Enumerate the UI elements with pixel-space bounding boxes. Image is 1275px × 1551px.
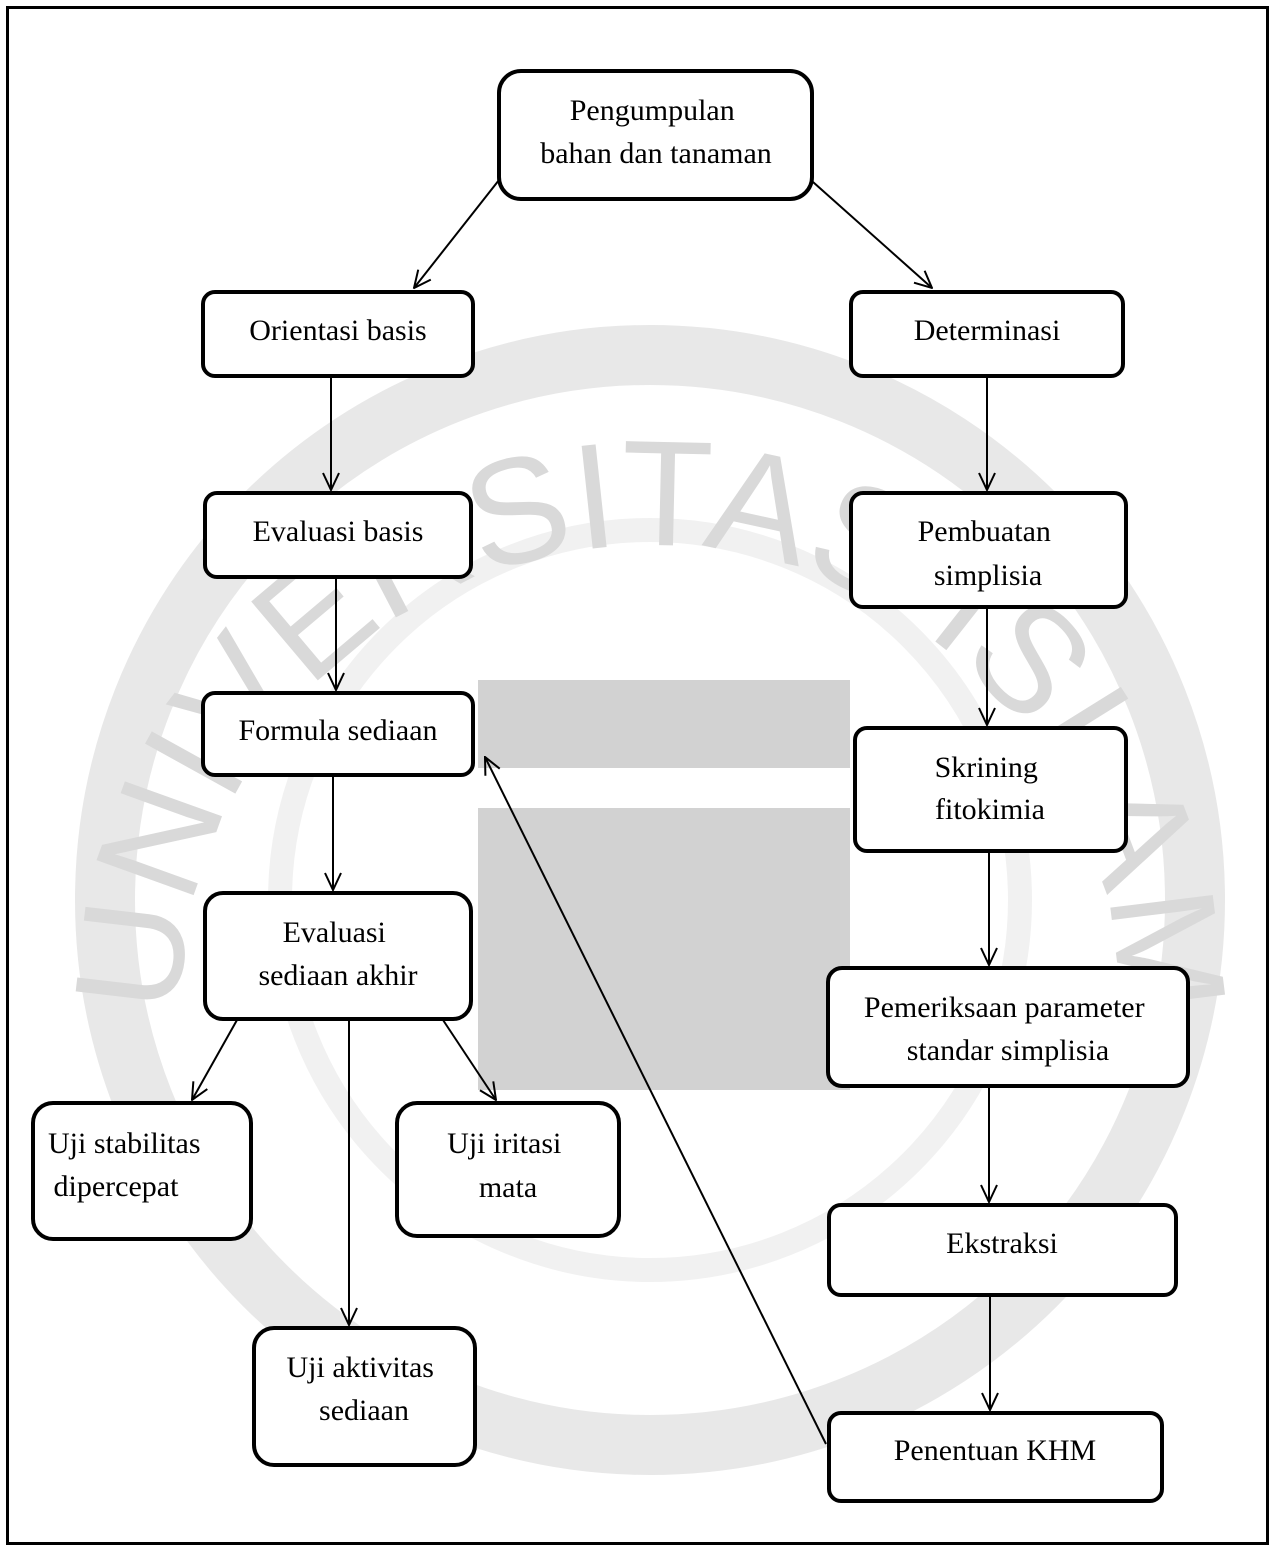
node-skrining-fitokimia: Skrining fitokimia xyxy=(853,726,1128,853)
node-uji-stabilitas: Uji stabilitas dipercepat xyxy=(31,1101,253,1241)
node-penentuan-khm: Penentuan KHM xyxy=(827,1411,1164,1503)
node-pembuatan-simplisia-label: Pembuatan simplisia xyxy=(918,515,1059,592)
watermark-emblem-top xyxy=(478,680,850,768)
node-ekstraksi-label: Ekstraksi xyxy=(946,1227,1058,1260)
node-pemeriksaan-parameter: Pemeriksaan parameter standar simplisia xyxy=(826,966,1190,1088)
node-uji-aktivitas: Uji aktivitas sediaan xyxy=(252,1326,477,1467)
node-formula-sediaan: Formula sediaan xyxy=(201,691,475,777)
node-determinasi: Determinasi xyxy=(849,290,1125,378)
node-pembuatan-simplisia: Pembuatan simplisia xyxy=(849,491,1128,609)
arrow-evaluasi-akhir-to-uji-stabilitas xyxy=(192,1019,238,1100)
node-evaluasi-sediaan-akhir-label: Evaluasi sediaan akhir xyxy=(258,916,417,992)
nodes: Pengumpulan bahan dan tanaman Orientasi … xyxy=(31,69,1190,1503)
page-border xyxy=(6,6,1269,1545)
node-evaluasi-basis-label: Evaluasi basis xyxy=(253,515,424,548)
node-determinasi-label: Determinasi xyxy=(914,314,1061,347)
node-uji-iritasi: Uji iritasi mata xyxy=(395,1101,621,1238)
node-penentuan-khm-label: Penentuan KHM xyxy=(894,1434,1096,1467)
watermark-emblem-bottom xyxy=(478,808,850,1090)
node-skrining-fitokimia-label: Skrining fitokimia xyxy=(935,751,1046,826)
node-evaluasi-sediaan-akhir: Evaluasi sediaan akhir xyxy=(203,891,473,1021)
node-formula-sediaan-label: Formula sediaan xyxy=(238,714,437,747)
node-evaluasi-basis: Evaluasi basis xyxy=(203,491,473,579)
node-uji-stabilitas-label: Uji stabilitas dipercepat xyxy=(48,1127,208,1203)
arrow-evaluasi-akhir-to-uji-iritasi xyxy=(442,1019,496,1100)
node-pengumpulan-label: Pengumpulan bahan dan tanaman xyxy=(540,94,772,170)
node-orientasi-basis-label: Orientasi basis xyxy=(249,314,426,347)
node-orientasi-basis: Orientasi basis xyxy=(201,290,475,378)
node-uji-iritasi-label: Uji iritasi mata xyxy=(447,1127,569,1204)
node-uji-aktivitas-label: Uji aktivitas sediaan xyxy=(287,1351,442,1427)
arrow-pengumpulan-to-orientasi xyxy=(414,179,500,288)
arrow-penentuan-to-formula xyxy=(485,757,827,1445)
node-pemeriksaan-parameter-label: Pemeriksaan parameter standar simplisia xyxy=(864,991,1152,1067)
watermark-outer-ring xyxy=(75,325,1225,1475)
arrow-pengumpulan-to-determinasi xyxy=(812,181,932,288)
node-ekstraksi: Ekstraksi xyxy=(827,1203,1178,1297)
node-pengumpulan: Pengumpulan bahan dan tanaman xyxy=(497,69,814,201)
connectors xyxy=(192,179,990,1445)
